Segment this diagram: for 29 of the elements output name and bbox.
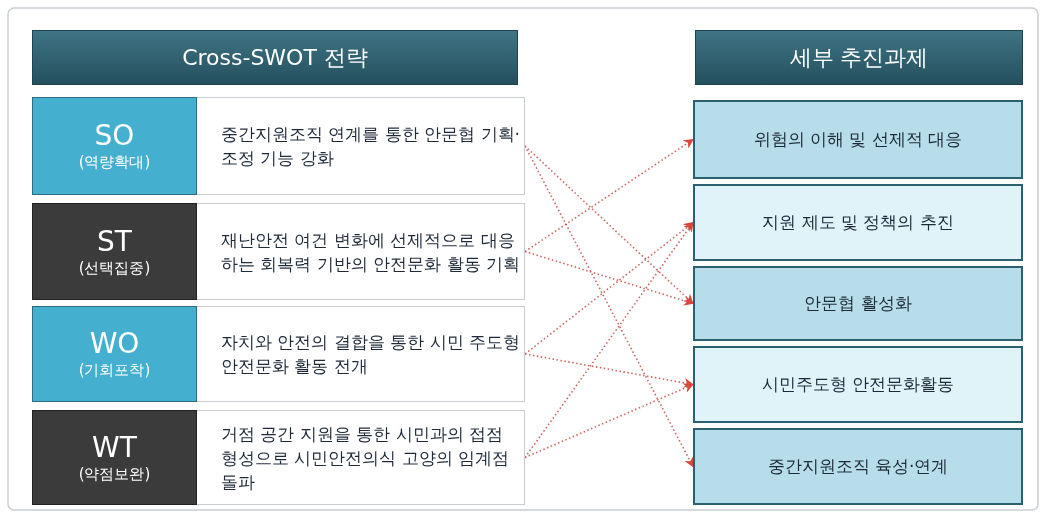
header-bar: 세부 추진과제 xyxy=(695,30,1023,85)
strategy-box: 거점 공간 지원을 통한 시민과의 접점 형성으로 시민안전의식 고양의 임계점 돌파 xyxy=(197,410,525,505)
arrow xyxy=(524,138,694,253)
arrow xyxy=(524,353,694,388)
strategy-box: 재난안전 여건 변화에 선제적으로 대응하는 회복력 기반의 안전문화 활동 기획 xyxy=(197,203,525,300)
strategy-box: 중간지원조직 연계를 통한 안문협 기획·조정 기능 강화 xyxy=(197,97,525,195)
task-box: 위험의 이해 및 선제적 대응 xyxy=(693,100,1023,179)
strategy-label-box xyxy=(32,203,197,300)
strategy-label-box xyxy=(32,97,197,195)
arrow xyxy=(524,383,694,459)
strategy-label-box xyxy=(32,306,197,402)
arrow xyxy=(524,250,694,306)
strategy-subtitle: (선택집중) xyxy=(78,257,151,278)
task-box: 지원 제도 및 정책의 추진 xyxy=(693,184,1023,261)
strategy-code: SO xyxy=(94,120,135,152)
strategy-box: 자치와 안전의 결합을 통한 시민 주도형 안전문화 활동 전개 xyxy=(197,306,525,402)
arrow xyxy=(524,145,694,305)
header-bar: Cross-SWOT 전략 xyxy=(32,30,518,85)
strategy-code: ST xyxy=(97,225,132,258)
strategy-label-box xyxy=(32,410,197,505)
arrow xyxy=(524,145,694,468)
strategy-code: WT xyxy=(92,431,137,464)
task-box: 중간지원조직 육성·연계 xyxy=(693,428,1023,505)
task-box: 안문협 활성화 xyxy=(693,266,1023,341)
task-box: 시민주도형 안전문화활동 xyxy=(693,346,1023,423)
strategy-subtitle: (기회포착) xyxy=(78,360,151,380)
strategy-subtitle: (약점보완) xyxy=(78,463,151,484)
strategy-subtitle: (역량확대) xyxy=(78,152,151,172)
strategy-code: WO xyxy=(89,328,140,360)
